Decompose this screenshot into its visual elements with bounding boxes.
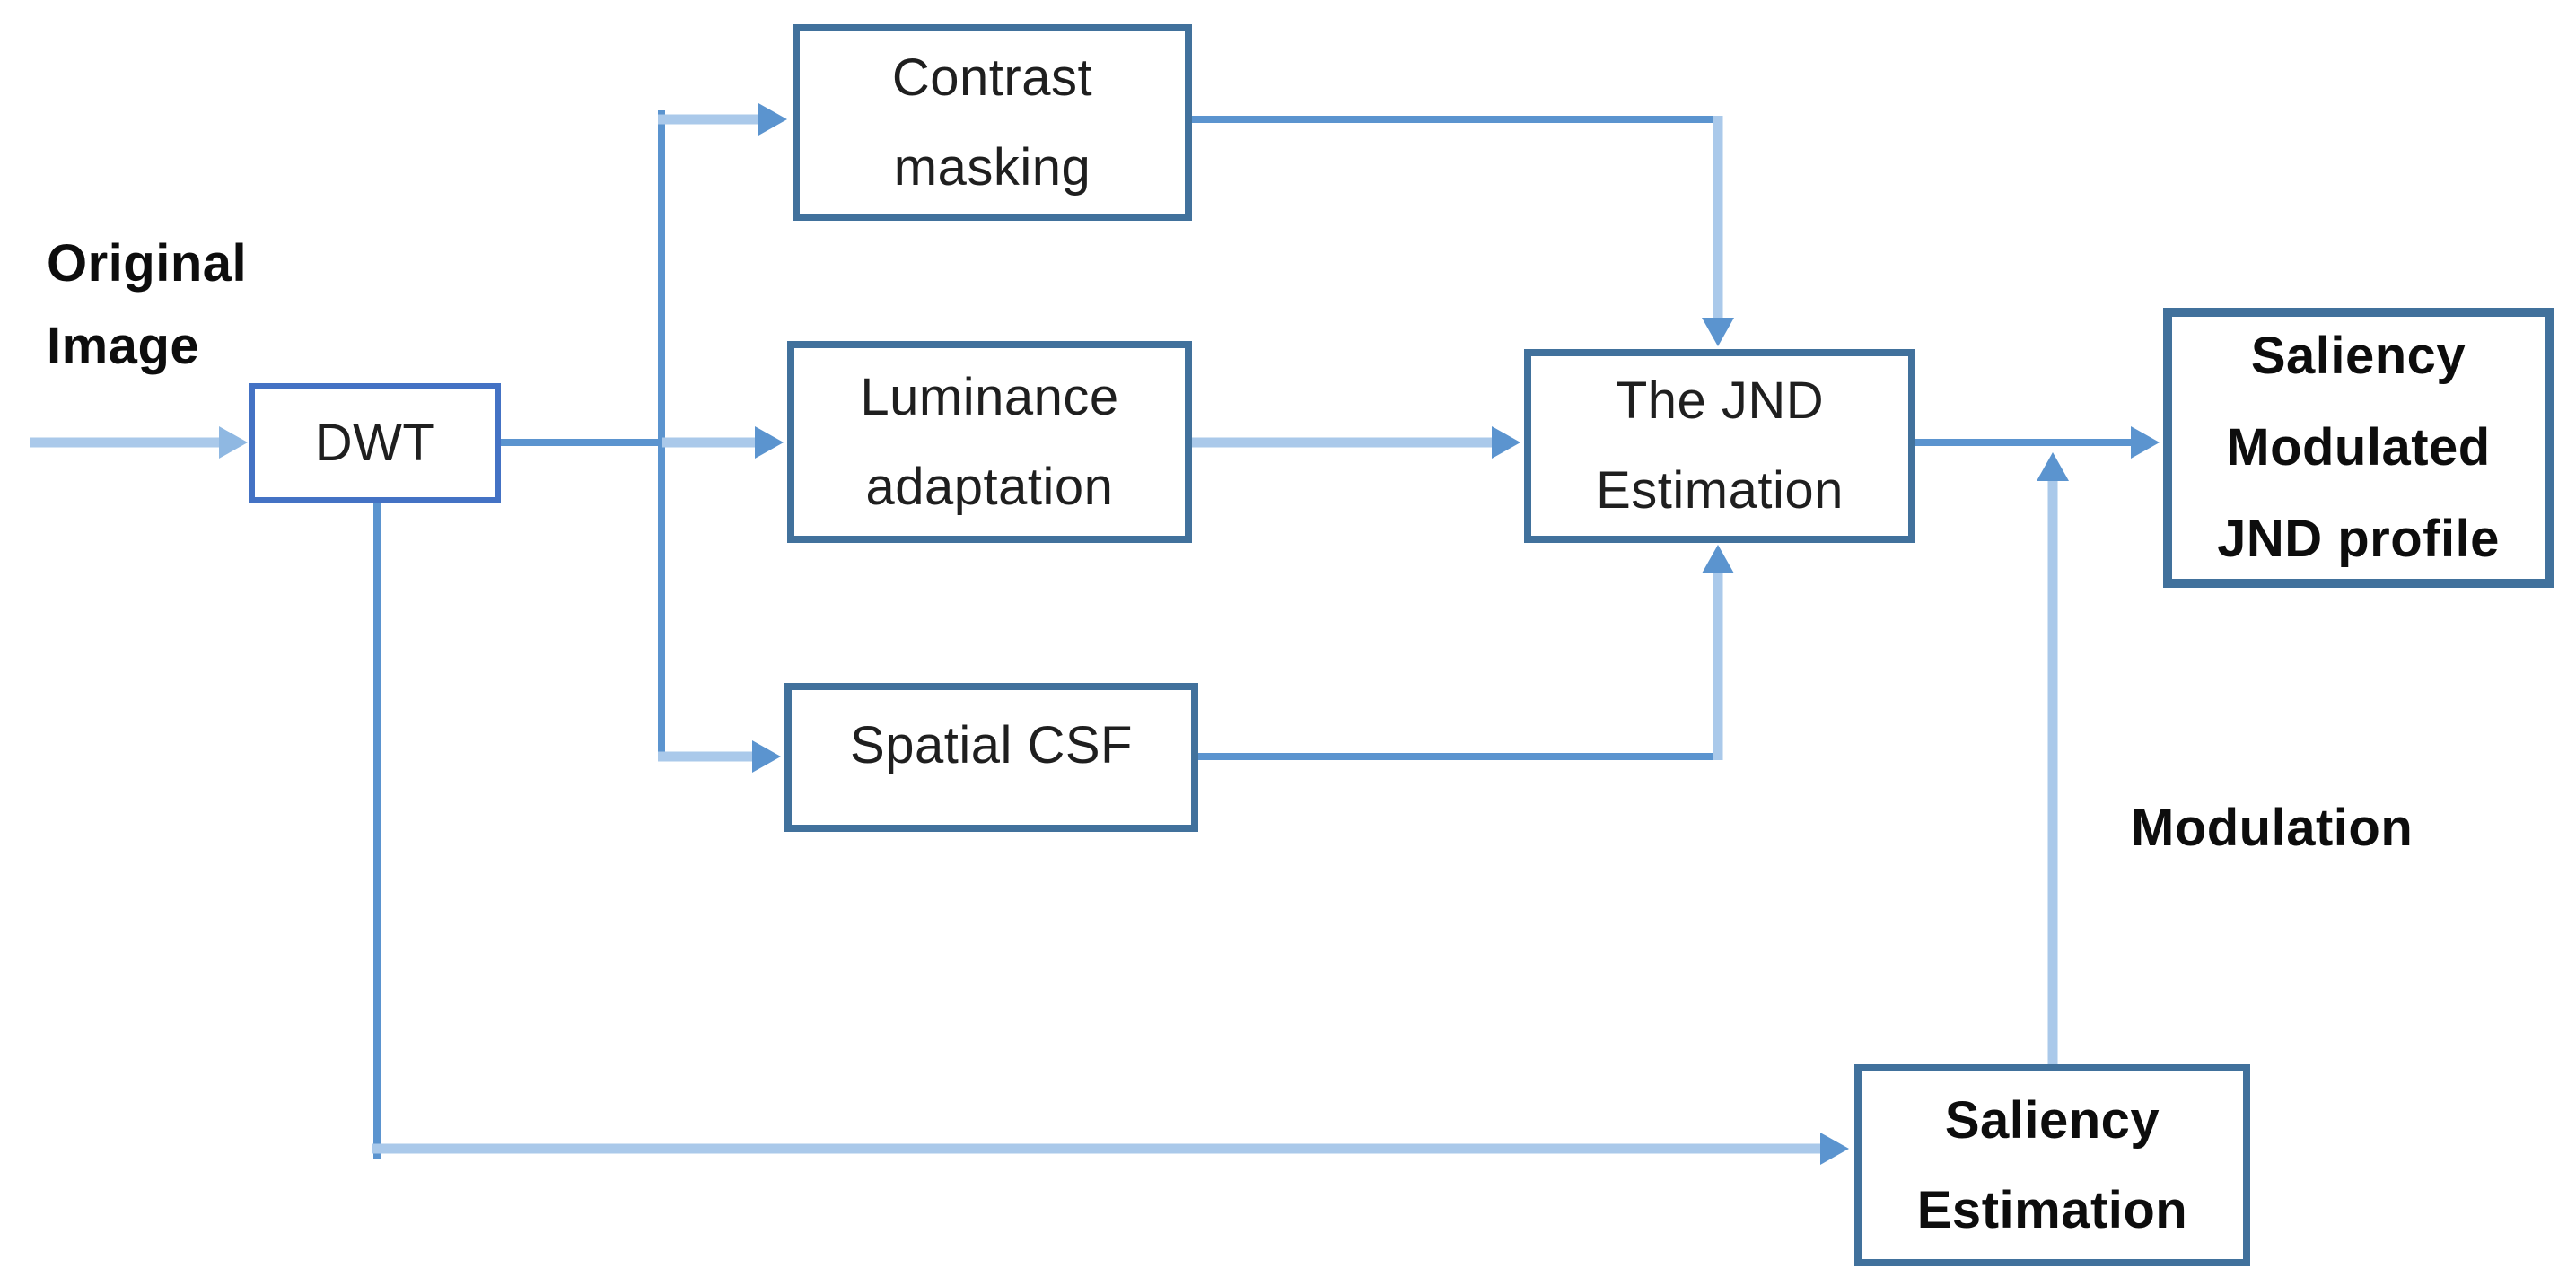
edge-dwt-to-saliency-arrowhead [1820,1133,1849,1165]
node-saliency-modulated-line1: Saliency [2250,327,2466,385]
node-saliency-modulated-jnd-profile: Saliency Modulated JND profile [2163,308,2554,588]
edge-branch-to-luminance-arrowhead [755,426,784,459]
node-jnd-estimation: The JND Estimation [1524,349,1915,543]
node-saliency-estimation-line1: Saliency [1944,1090,2160,1150]
node-contrast-masking: Contrast masking [793,24,1192,221]
edge-modulation-arrowhead [2037,452,2069,481]
modulation-label: Modulation [2131,799,2414,857]
node-luminance-adaptation: Luminance adaptation [787,341,1192,543]
node-contrast-masking-line2: masking [893,137,1091,197]
edge-contrast-to-jnd-arrowhead [1702,318,1734,346]
edge-branch-to-contrast-arrowhead [758,103,787,136]
node-jnd-estimation-line1: The JND [1615,372,1825,430]
node-luminance-adaptation-line1: Luminance [860,367,1119,426]
node-spatial-csf: Spatial CSF [784,683,1198,832]
node-luminance-adaptation-line2: adaptation [865,457,1114,516]
node-saliency-modulated-line3: JND profile [2217,510,2500,568]
edge-spatial-to-jnd-arrowhead [1702,545,1734,573]
edge-luminance-to-jnd-arrowhead [1492,426,1520,459]
node-spatial-csf-label: Spatial CSF [850,716,1133,774]
node-saliency-modulated-line2: Modulated [2226,418,2491,477]
node-saliency-estimation: Saliency Estimation [1854,1064,2250,1266]
node-saliency-estimation-line2: Estimation [1916,1180,2188,1239]
original-image-line1: Original [47,234,248,293]
node-contrast-masking-line1: Contrast [891,48,1093,107]
edge-input-to-dwt-arrowhead [219,426,248,459]
node-jnd-estimation-line2: Estimation [1596,461,1844,520]
original-image-line2: Image [47,317,200,375]
edge-branch-to-spatial-arrowhead [752,740,781,773]
node-dwt-label: DWT [314,414,435,472]
original-image-label: Original Image [47,223,247,388]
edge-jnd-to-profile-arrowhead [2131,426,2160,459]
node-dwt: DWT [249,383,501,503]
